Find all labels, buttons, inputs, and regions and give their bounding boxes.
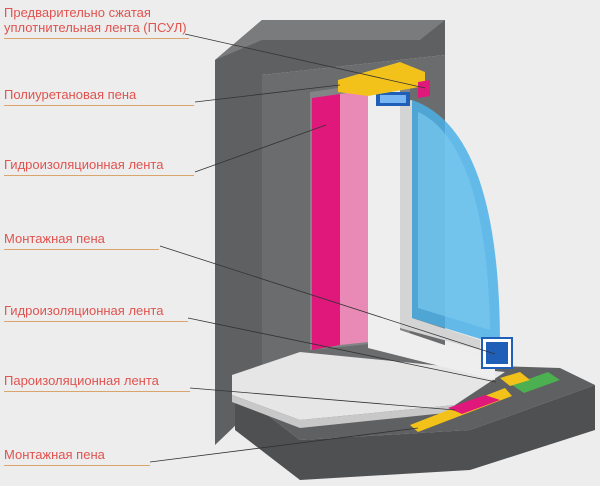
psul-tape-yellow <box>338 62 425 96</box>
label-psul-underline <box>4 38 189 39</box>
label-psul: Предварительно сжатая уплотнительная лен… <box>4 5 189 39</box>
frame-profile-bottom-inner <box>486 342 508 364</box>
waterproof-tape-magenta <box>312 94 340 350</box>
leader-line-7 <box>149 427 419 463</box>
leader-line-5 <box>187 317 497 383</box>
label-pu-foam-underline <box>4 105 194 106</box>
leader-line-4 <box>159 245 496 355</box>
label-mounting-foam-bottom-text: Монтажная пена <box>4 447 105 462</box>
window-frame-inner <box>400 100 480 350</box>
floor-slab-front <box>235 385 595 480</box>
window-frame <box>368 86 495 380</box>
window-sill-front <box>232 395 455 428</box>
label-vapor-barrier-tape: Пароизоляционная лента <box>4 373 190 392</box>
leader-line-6 <box>189 387 456 411</box>
label-waterproof-tape-bottom: Гидроизоляционная лента <box>4 303 188 322</box>
label-mounting-foam-top-text: Монтажная пена <box>4 231 105 246</box>
frame-profile-top-inner <box>380 95 406 103</box>
label-waterproof-tape-top-underline <box>4 175 194 176</box>
label-vapor-barrier-tape-underline <box>4 391 190 392</box>
label-waterproof-tape-bottom-underline <box>4 321 188 322</box>
bottom-tape-magenta <box>448 395 500 414</box>
pu-foam-pink <box>340 90 368 345</box>
leader-line-3 <box>194 124 327 173</box>
leader-line-2 <box>194 84 341 103</box>
label-mounting-foam-bottom-underline <box>4 465 150 466</box>
bottom-tape-green <box>512 372 560 393</box>
label-waterproof-tape-bottom-text: Гидроизоляционная лента <box>4 303 164 318</box>
label-mounting-foam-top: Монтажная пена <box>4 231 159 250</box>
wall-top-face <box>215 20 445 60</box>
bottom-block-yellow <box>500 372 530 386</box>
window-sill-board <box>232 352 505 420</box>
label-pu-foam: Полиуретановая пена <box>4 87 194 106</box>
label-waterproof-tape-top-text: Гидроизоляционная лента <box>4 157 164 172</box>
label-mounting-foam-top-underline <box>4 249 159 250</box>
leader-line-1 <box>184 33 426 89</box>
label-pu-foam-text: Полиуретановая пена <box>4 87 137 102</box>
label-vapor-barrier-tape-text: Пароизоляционная лента <box>4 373 159 388</box>
label-mounting-foam-bottom: Монтажная пена <box>4 447 150 466</box>
label-psul-line-2: уплотнительная лента (ПСУЛ) <box>4 20 187 35</box>
top-seal-magenta <box>418 80 430 98</box>
glass-pane-highlight <box>418 112 490 330</box>
label-waterproof-tape-top: Гидроизоляционная лента <box>4 157 194 176</box>
label-psul-line-1: Предварительно сжатая <box>4 5 151 20</box>
